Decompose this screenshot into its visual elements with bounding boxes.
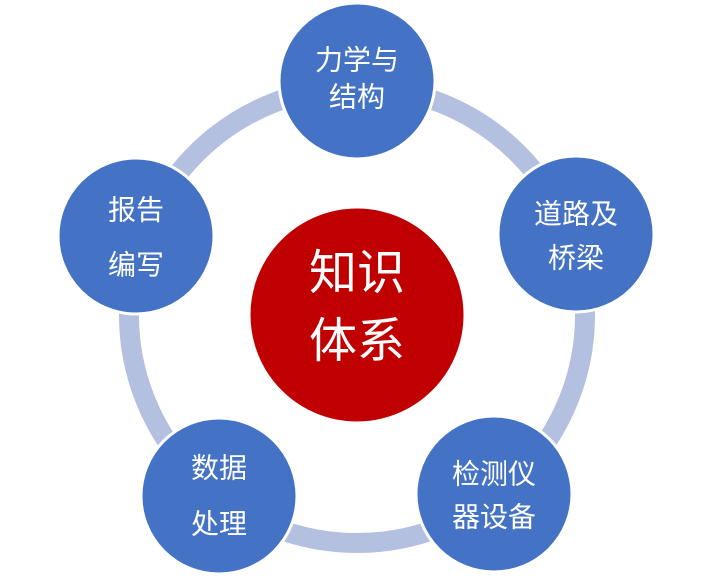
node-circle	[56, 156, 216, 316]
node-label-line-1: 检测仪	[452, 458, 536, 491]
node-label-line-2: 桥梁	[548, 242, 604, 275]
node-circle	[277, 1, 437, 161]
node-report-writing: 报告 编写	[56, 156, 216, 316]
node-label-line-1: 力学与	[315, 44, 399, 77]
center-node: 知识 体系	[247, 205, 467, 425]
center-label-line-2: 体系	[309, 313, 405, 369]
node-label-line-2: 编写	[108, 249, 164, 282]
node-mechanics-structure: 力学与 结构	[277, 1, 437, 161]
node-testing-equipment: 检测仪 器设备	[414, 414, 574, 574]
node-circle	[414, 414, 574, 574]
node-label-line-2: 器设备	[452, 501, 536, 534]
node-circle	[496, 154, 656, 314]
center-label-line-1: 知识	[309, 245, 405, 301]
node-label-line-1: 报告	[108, 194, 164, 227]
node-label-line-2: 结构	[329, 81, 385, 114]
node-data-processing: 数据 处理	[139, 416, 299, 576]
node-label-line-1: 道路及	[534, 198, 618, 231]
center-circle	[247, 205, 467, 425]
node-label-line-1: 数据	[191, 452, 247, 485]
node-circle	[139, 416, 299, 576]
node-roads-bridges: 道路及 桥梁	[496, 154, 656, 314]
node-label-line-2: 处理	[191, 508, 247, 541]
